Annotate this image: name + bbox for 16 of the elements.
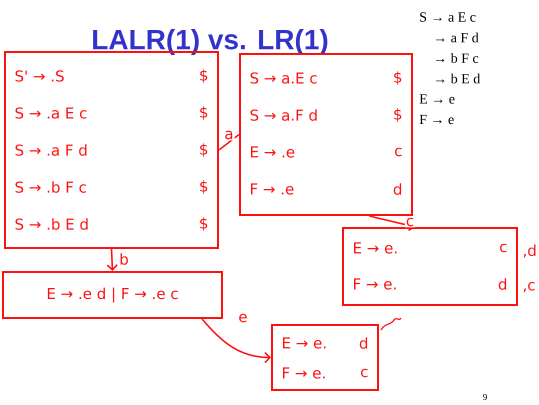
page-number: 9 — [483, 394, 487, 400]
edge-label: c — [406, 218, 414, 226]
lookahead-note: ,d — [524, 244, 536, 258]
grammar-rule: → b F c — [436, 53, 478, 63]
edge-label: e — [239, 314, 247, 322]
lookahead-note: ,c — [524, 282, 535, 292]
item-set-box: E → e. c F → e. d — [342, 227, 518, 306]
edge-label: a — [225, 130, 232, 140]
arrow — [201, 318, 271, 364]
arrow — [106, 248, 118, 271]
item-set-box: E → e. d F → e. c — [271, 324, 379, 391]
grammar-rule: → a F d — [436, 32, 479, 42]
item-set-box: E → .e d | F → .e c — [2, 271, 223, 319]
grammar-rule: S → a E c — [420, 12, 476, 22]
edge-label: b — [120, 253, 128, 265]
grammar-rule: → b E d — [436, 74, 480, 84]
